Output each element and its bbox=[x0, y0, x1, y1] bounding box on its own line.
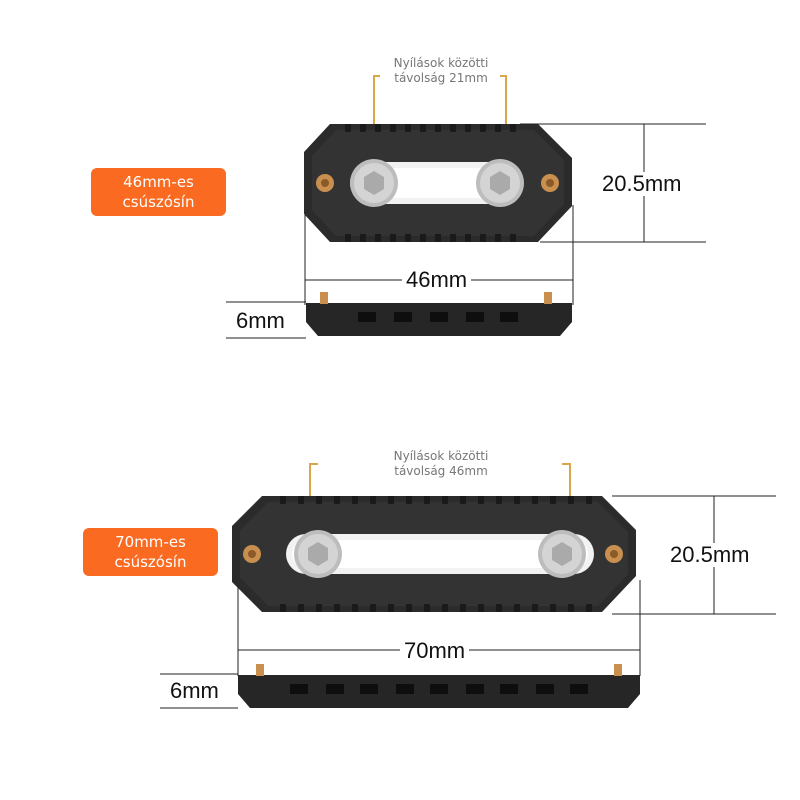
thickness-label-70: 6mm bbox=[170, 678, 219, 703]
length-label-70: 70mm bbox=[400, 639, 470, 663]
note-line-2: távolság 21mm bbox=[394, 71, 488, 85]
hole-distance-note-46: Nyílások közötti távolság 46mm bbox=[366, 449, 516, 479]
note-line-1: Nyílások közötti bbox=[393, 449, 489, 463]
rail-70-top-view bbox=[232, 496, 636, 612]
note-line-2: távolság 46mm bbox=[394, 464, 488, 478]
rail-teeth bbox=[280, 496, 592, 612]
badge-line-2: csúszósín bbox=[114, 553, 187, 571]
rail-70-side-view bbox=[238, 664, 640, 708]
knob-icon bbox=[538, 530, 586, 578]
badge-line-1: 70mm-es bbox=[115, 533, 186, 551]
knob-icon bbox=[294, 530, 342, 578]
rail-46-side-view bbox=[306, 292, 572, 336]
slider-name-badge-70: 70mm-es csúszósín bbox=[83, 528, 218, 576]
rail-46-top-view bbox=[304, 124, 572, 242]
slider-name-badge-46: 46mm-es csúszósín bbox=[91, 168, 226, 216]
badge-line-2: csúszósín bbox=[122, 193, 195, 211]
height-label-70: 20.5mm bbox=[670, 542, 750, 567]
thickness-label-46: 6mm bbox=[236, 308, 285, 333]
knob-icon bbox=[476, 159, 524, 207]
length-label-46: 46mm bbox=[402, 268, 472, 292]
knob-icon bbox=[350, 159, 398, 207]
note-line-1: Nyílások közötti bbox=[393, 56, 489, 70]
badge-line-1: 46mm-es bbox=[123, 173, 194, 191]
hole-distance-bracket-21 bbox=[373, 75, 507, 140]
height-label-46: 20.5mm bbox=[602, 171, 682, 196]
hole-distance-note-21: Nyílások közötti távolság 21mm bbox=[368, 56, 514, 86]
